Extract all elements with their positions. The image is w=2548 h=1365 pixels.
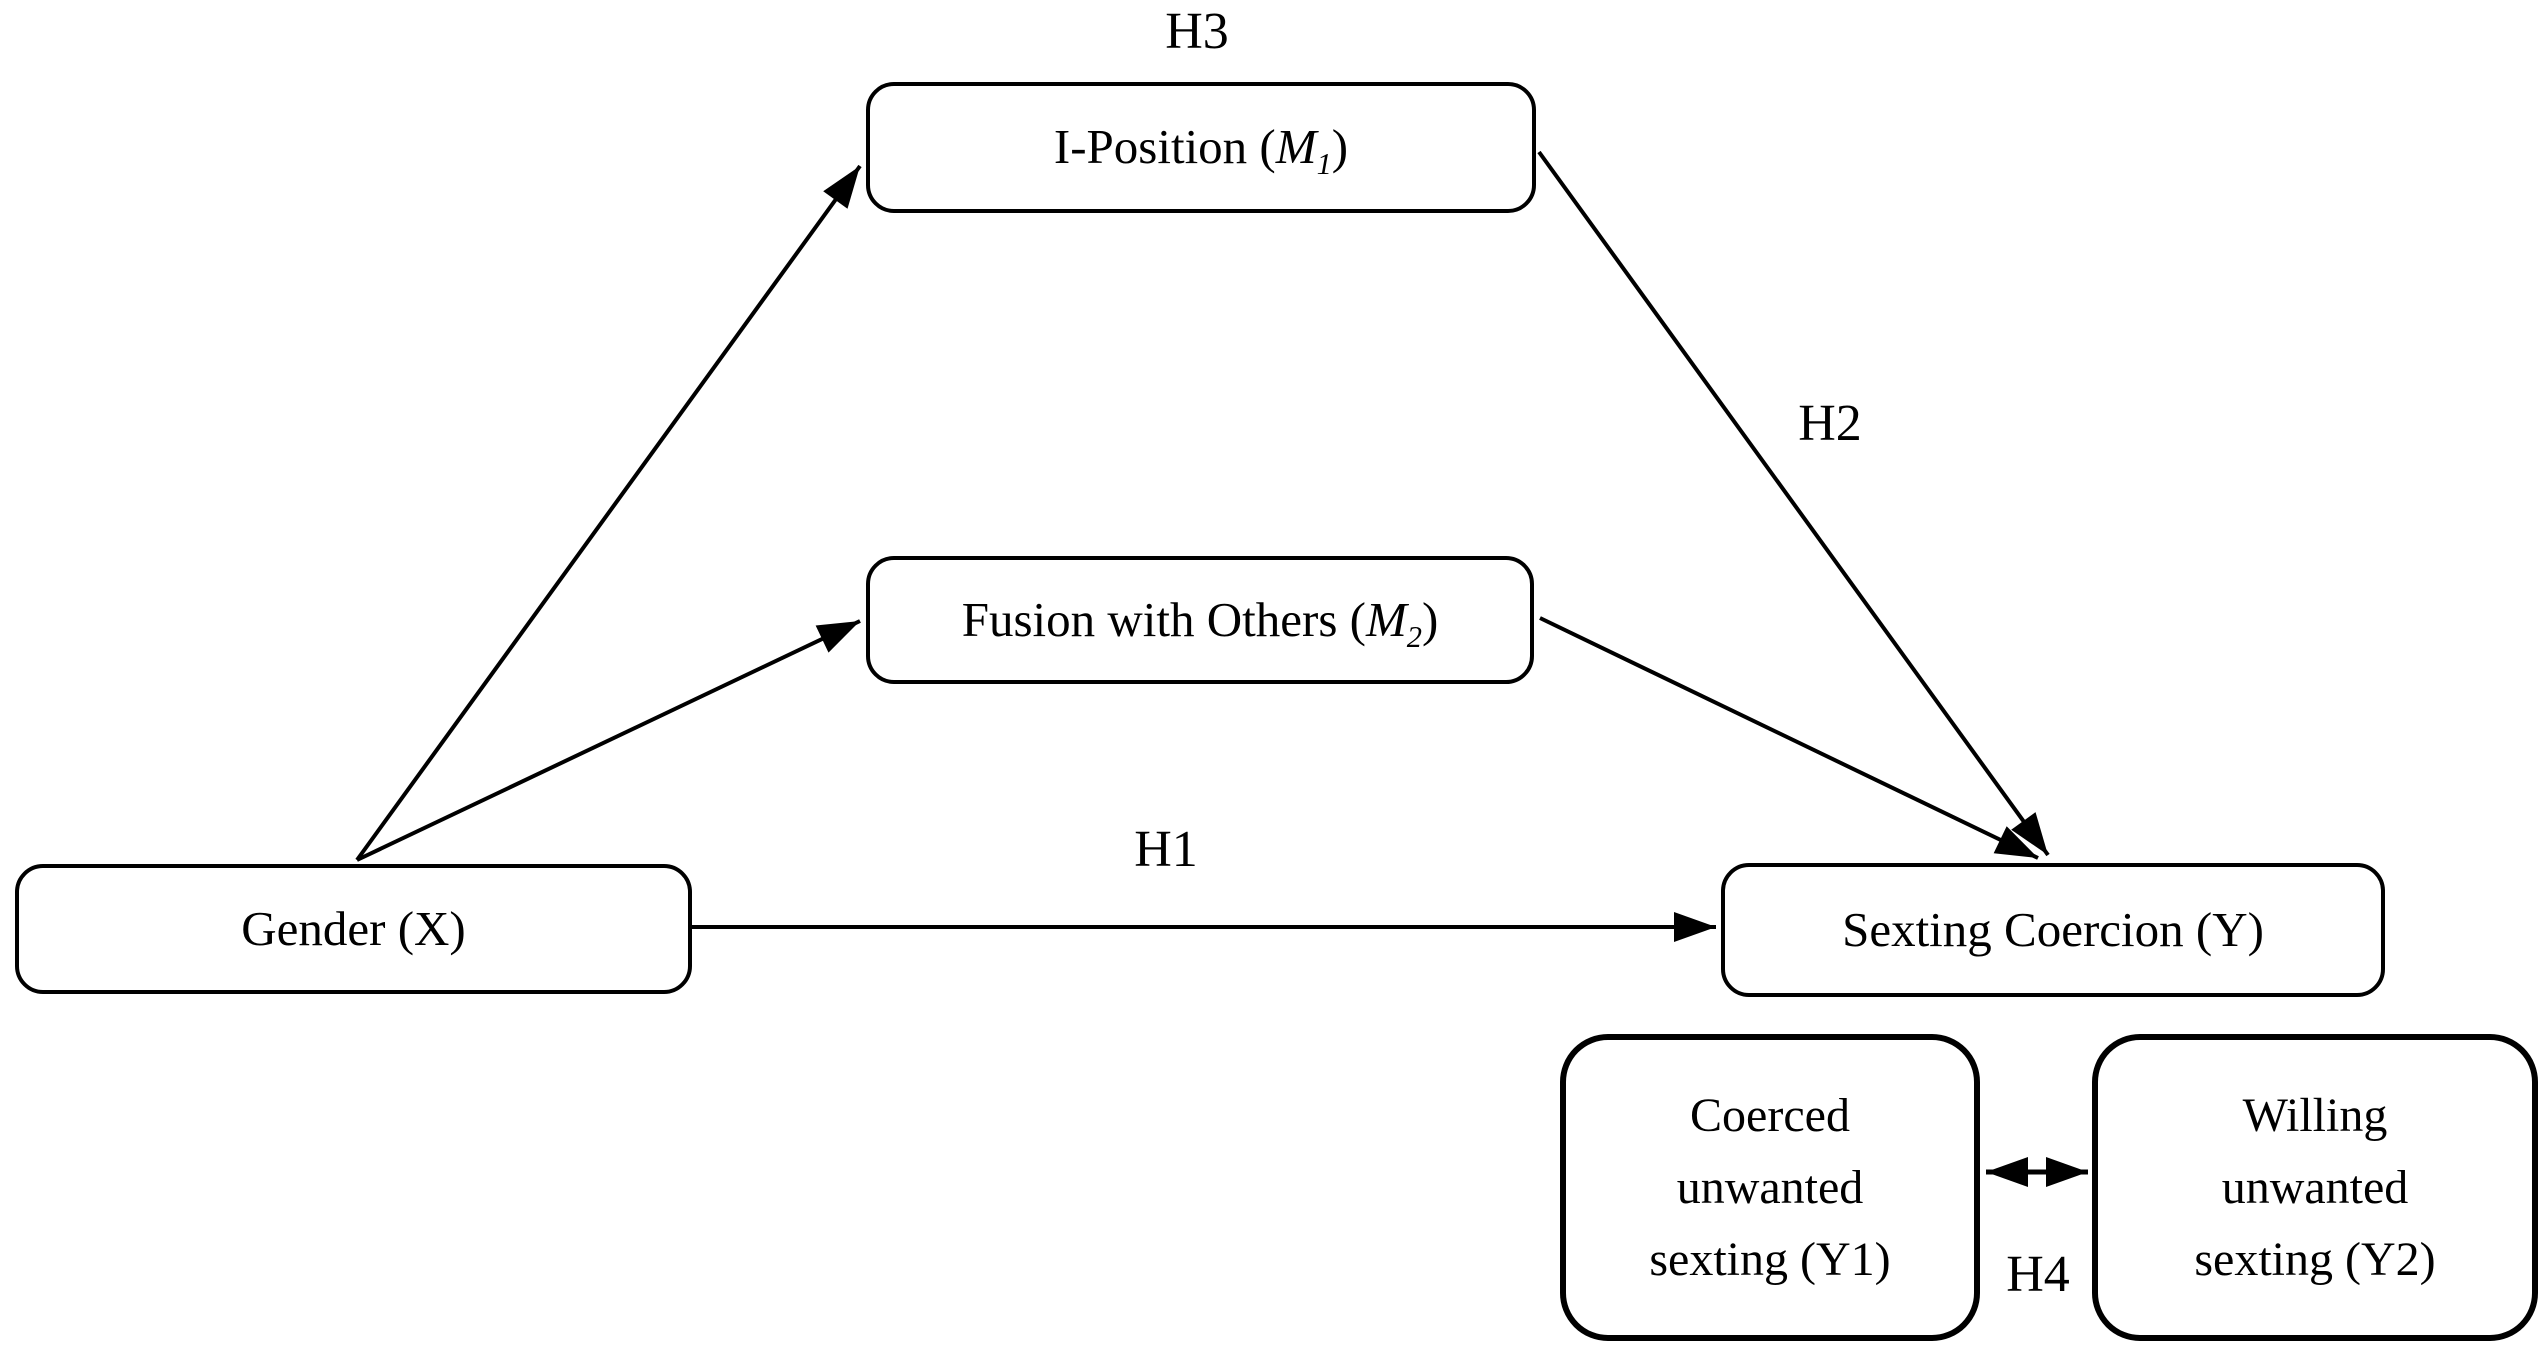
node-willing-unwanted-sexting: Willing unwanted sexting (Y2): [2092, 1034, 2538, 1341]
node-willing-unwanted-sexting-label: Willing unwanted sexting (Y2): [2194, 1088, 2436, 1286]
arrow-fusion-to-sexting: [1539, 616, 2039, 860]
arrow-gender-to-iposition: [355, 164, 862, 862]
arrow-h2-iposition-to-sexting: [1537, 150, 2050, 857]
label-h2: H2: [1798, 395, 1862, 452]
node-coerced-unwanted-sexting-label: Coerced unwanted sexting (Y1): [1649, 1088, 1891, 1286]
node-sexting-coercion: Sexting Coercion (Y): [1721, 863, 2385, 997]
label-h4: H4: [2006, 1246, 2070, 1303]
label-h3: H3: [1165, 3, 1229, 60]
node-fusion-with-others-label: Fusion with Others (M2): [961, 591, 1439, 654]
node-fusion-with-others: Fusion with Others (M2): [866, 556, 1534, 684]
node-gender-label: Gender (X): [241, 900, 466, 956]
node-coerced-unwanted-sexting: Coerced unwanted sexting (Y1): [1560, 1034, 1980, 1341]
node-i-position-label: I-Position (M1): [1053, 119, 1349, 181]
node-sexting-coercion-label: Sexting Coercion (Y): [1842, 901, 2264, 957]
node-gender: Gender (X): [15, 864, 692, 994]
node-i-position: I-Position (M1): [866, 82, 1536, 213]
label-h1: H1: [1134, 821, 1198, 878]
arrow-gender-to-fusion: [356, 619, 861, 862]
